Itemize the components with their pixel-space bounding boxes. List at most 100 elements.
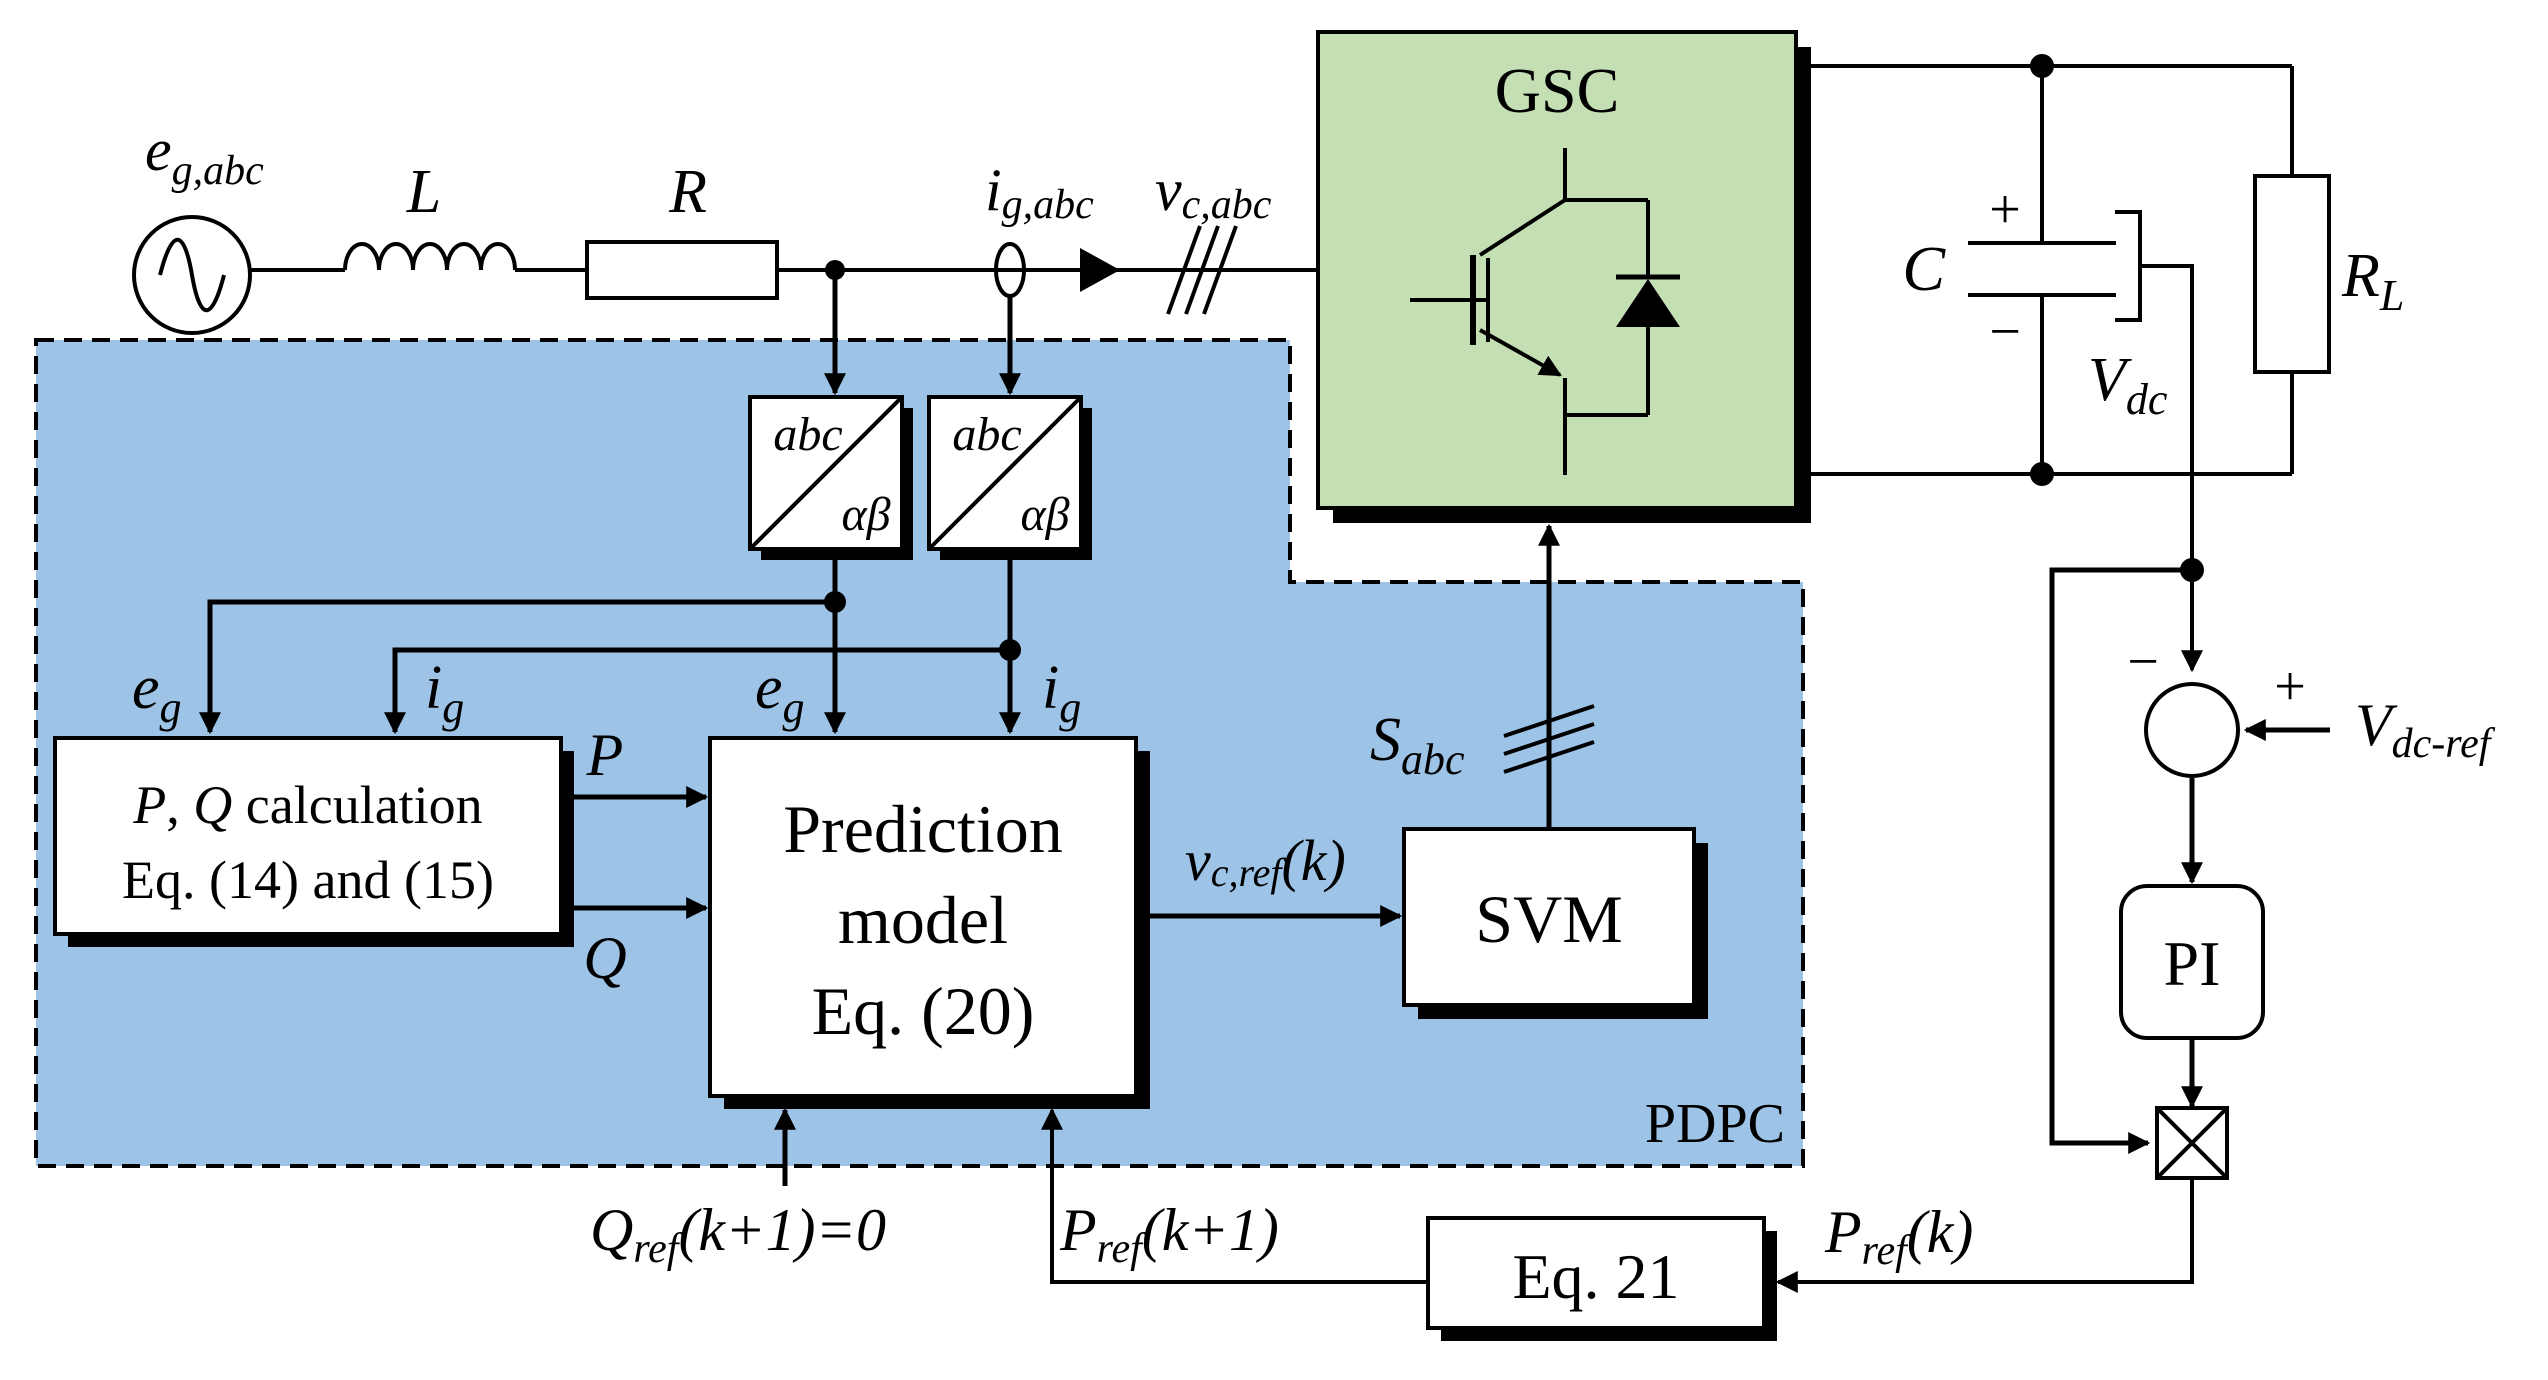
prediction-line1: Prediction — [783, 791, 1063, 867]
current-label: ig,abc — [985, 157, 1094, 228]
current-label-main: i — [985, 157, 1002, 223]
vdc-ref-sub: dc-ref — [2392, 721, 2496, 767]
inductor-L — [343, 242, 517, 271]
pref-k1-sub: ref — [1097, 1226, 1147, 1272]
vdc-label: Vdc — [2088, 346, 2168, 424]
sine-wave-icon — [158, 238, 226, 312]
load-resistor — [2253, 174, 2331, 374]
vref-main: v — [1185, 828, 1211, 893]
pq-ig-main: i — [425, 654, 442, 722]
pred-ig-main: i — [1042, 654, 1059, 722]
vref-sub: c,ref — [1211, 850, 1287, 895]
vdc-ref-label: Vdc-ref — [2355, 692, 2496, 767]
resistor-label: R — [668, 158, 707, 226]
pq-block — [53, 736, 563, 936]
prediction-line3: Eq. (20) — [812, 973, 1035, 1049]
pred-ig-sub: g — [1059, 683, 1081, 732]
pref-k1-arg: (k+1) — [1142, 1197, 1279, 1263]
vdc-ref-main: V — [2355, 692, 2398, 758]
vdc-sense-bracket — [2115, 210, 2142, 322]
pref-k-label: Pref(k) — [1824, 1199, 1973, 1274]
pref-k-arg: (k) — [1907, 1199, 1974, 1265]
current-label-sub: g,abc — [1002, 182, 1095, 228]
vref-label: vc,ref(k) — [1185, 828, 1346, 895]
transform-2-bottom: αβ — [1020, 488, 1069, 541]
sabc-main: S — [1370, 706, 1401, 774]
pq-line1-rest: calculation — [232, 775, 482, 835]
pq-line2: Eq. (14) and (15) — [122, 850, 494, 910]
pref-k1-main: P — [1059, 1197, 1097, 1263]
pq-eg-label: eg — [132, 654, 182, 732]
summing-plus: + — [2274, 656, 2306, 718]
transform-2-diagonal — [927, 395, 1083, 551]
diode-icon — [1565, 198, 1680, 417]
eq21-label: Eq. 21 — [1512, 1241, 1679, 1312]
voltage-label-sub: c,abc — [1182, 182, 1272, 228]
q-signal-label: Q — [583, 925, 626, 991]
three-phase-marker-ac — [1166, 225, 1238, 315]
eq21-block — [1426, 1216, 1766, 1330]
pi-label: PI — [2164, 928, 2221, 999]
pq-line1-q: Q — [193, 775, 232, 835]
sabc-label: Sabc — [1370, 706, 1465, 784]
source-label-main: e — [145, 117, 172, 183]
resistor-R — [585, 240, 779, 300]
vdc-feedback-wire — [2049, 567, 2192, 1154]
transform-1-bottom: αβ — [841, 488, 890, 541]
pred-eg-label: eg — [755, 654, 805, 732]
igbt-icon — [1410, 148, 1567, 475]
transform-2-top: abc — [952, 408, 1021, 461]
p-signal-label: P — [586, 722, 624, 788]
inductor-label: L — [406, 158, 441, 226]
eg-to-pq-wire — [199, 599, 835, 735]
pref-k1-label: Pref(k+1) — [1059, 1197, 1279, 1272]
pdpc-label: PDPC — [1645, 1093, 1785, 1155]
voltage-label: vc,abc — [1155, 157, 1272, 228]
capacitor-label: C — [1902, 233, 1946, 304]
transform-1-top: abc — [773, 408, 842, 461]
pq-line1: P, Q calculation — [132, 775, 482, 835]
qref-main: Q — [590, 1197, 633, 1263]
vdc-label-sub: dc — [2126, 375, 2168, 424]
prediction-line2: model — [838, 882, 1008, 958]
diode-triangle — [1616, 279, 1680, 327]
vdc-sense-wire — [2140, 264, 2203, 673]
voltage-label-main: v — [1155, 157, 1182, 223]
sabc-sub: abc — [1401, 735, 1465, 784]
pred-eg-sub: g — [783, 683, 805, 732]
multiplier-cross-b — [2155, 1106, 2229, 1180]
source-label-sub: g,abc — [172, 148, 265, 194]
pq-ig-sub: g — [442, 683, 464, 732]
capacitor-minus: − — [1989, 301, 2021, 363]
qref-arg: (k+1)=0 — [678, 1197, 886, 1263]
gsc-label: GSC — [1495, 55, 1620, 126]
pq-eg-main: e — [132, 654, 160, 722]
pq-line1-sep: , — [166, 775, 193, 835]
pref-k-wire — [1775, 1178, 2194, 1293]
pq-line1-p: P — [132, 775, 166, 835]
pref-k-main: P — [1824, 1199, 1862, 1265]
pq-ig-label: ig — [425, 654, 464, 732]
ac-source — [132, 215, 252, 335]
load-label-sub: L — [2379, 271, 2404, 320]
qref-label: Qref(k+1)=0 — [590, 1197, 886, 1272]
pref-k1-wire — [1041, 1107, 1428, 1284]
summing-minus: − — [2127, 631, 2159, 693]
svm-block — [1402, 827, 1696, 1007]
svm-label: SVM — [1475, 881, 1622, 957]
ig-to-pq-wire — [384, 647, 1010, 735]
pred-ig-label: ig — [1042, 654, 1081, 732]
capacitor-plus: + — [1989, 179, 2021, 241]
pref-k-sub: ref — [1862, 1228, 1912, 1274]
transform-1-diagonal — [748, 395, 904, 551]
vdc-label-main: V — [2088, 346, 2132, 414]
three-phase-marker-gate — [1503, 704, 1595, 774]
load-label: RL — [2341, 242, 2404, 320]
pred-eg-main: e — [755, 654, 783, 722]
source-label: eg,abc — [145, 117, 264, 194]
pq-eg-sub: g — [160, 683, 182, 732]
current-direction-arrow — [1080, 248, 1120, 292]
load-label-main: R — [2341, 242, 2380, 310]
qref-sub: ref — [633, 1226, 683, 1272]
